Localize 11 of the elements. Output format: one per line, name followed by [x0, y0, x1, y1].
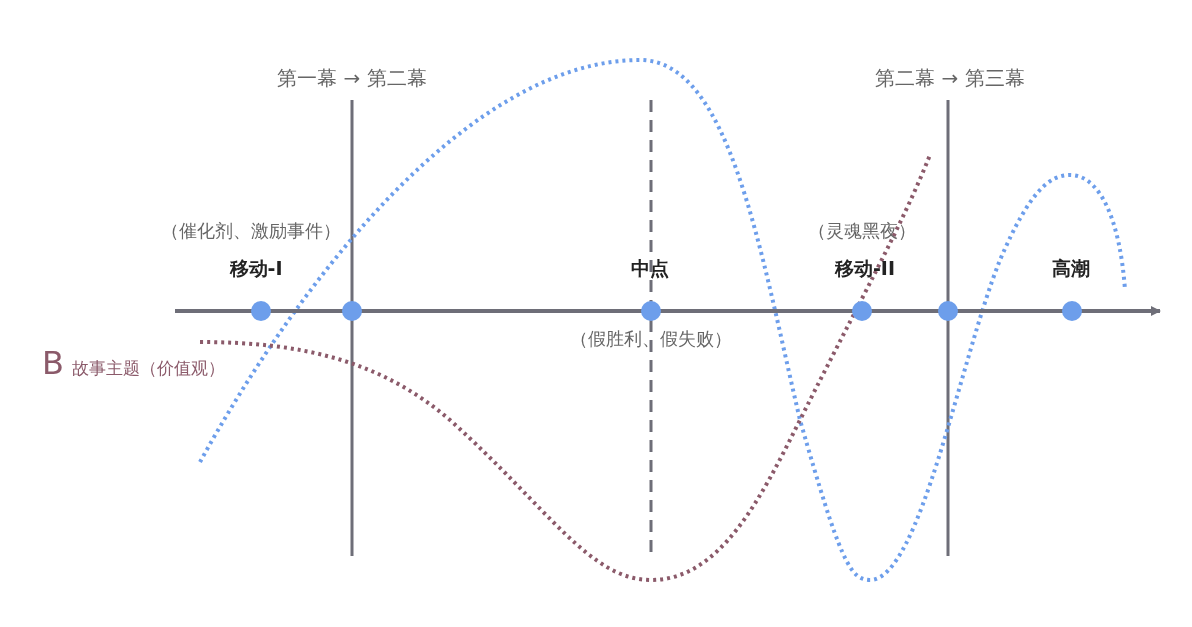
- beat-label: 高潮: [1052, 257, 1090, 280]
- beat-label: 移动-II: [835, 257, 895, 280]
- act-transition-label: 第二幕 → 第三幕: [875, 66, 1025, 90]
- theme-letter: B: [42, 344, 64, 383]
- annotation: （假胜利、假失败）: [570, 328, 732, 350]
- beat-label: 中点: [631, 257, 669, 280]
- annotation: （灵魂黑夜）: [808, 220, 916, 242]
- theme-label: 故事主题（价值观）: [72, 358, 225, 379]
- annotation: （催化剂、激励事件）: [161, 220, 341, 242]
- beat-label: 移动-I: [229, 257, 283, 280]
- act-transition-label: 第一幕 → 第二幕: [277, 66, 427, 90]
